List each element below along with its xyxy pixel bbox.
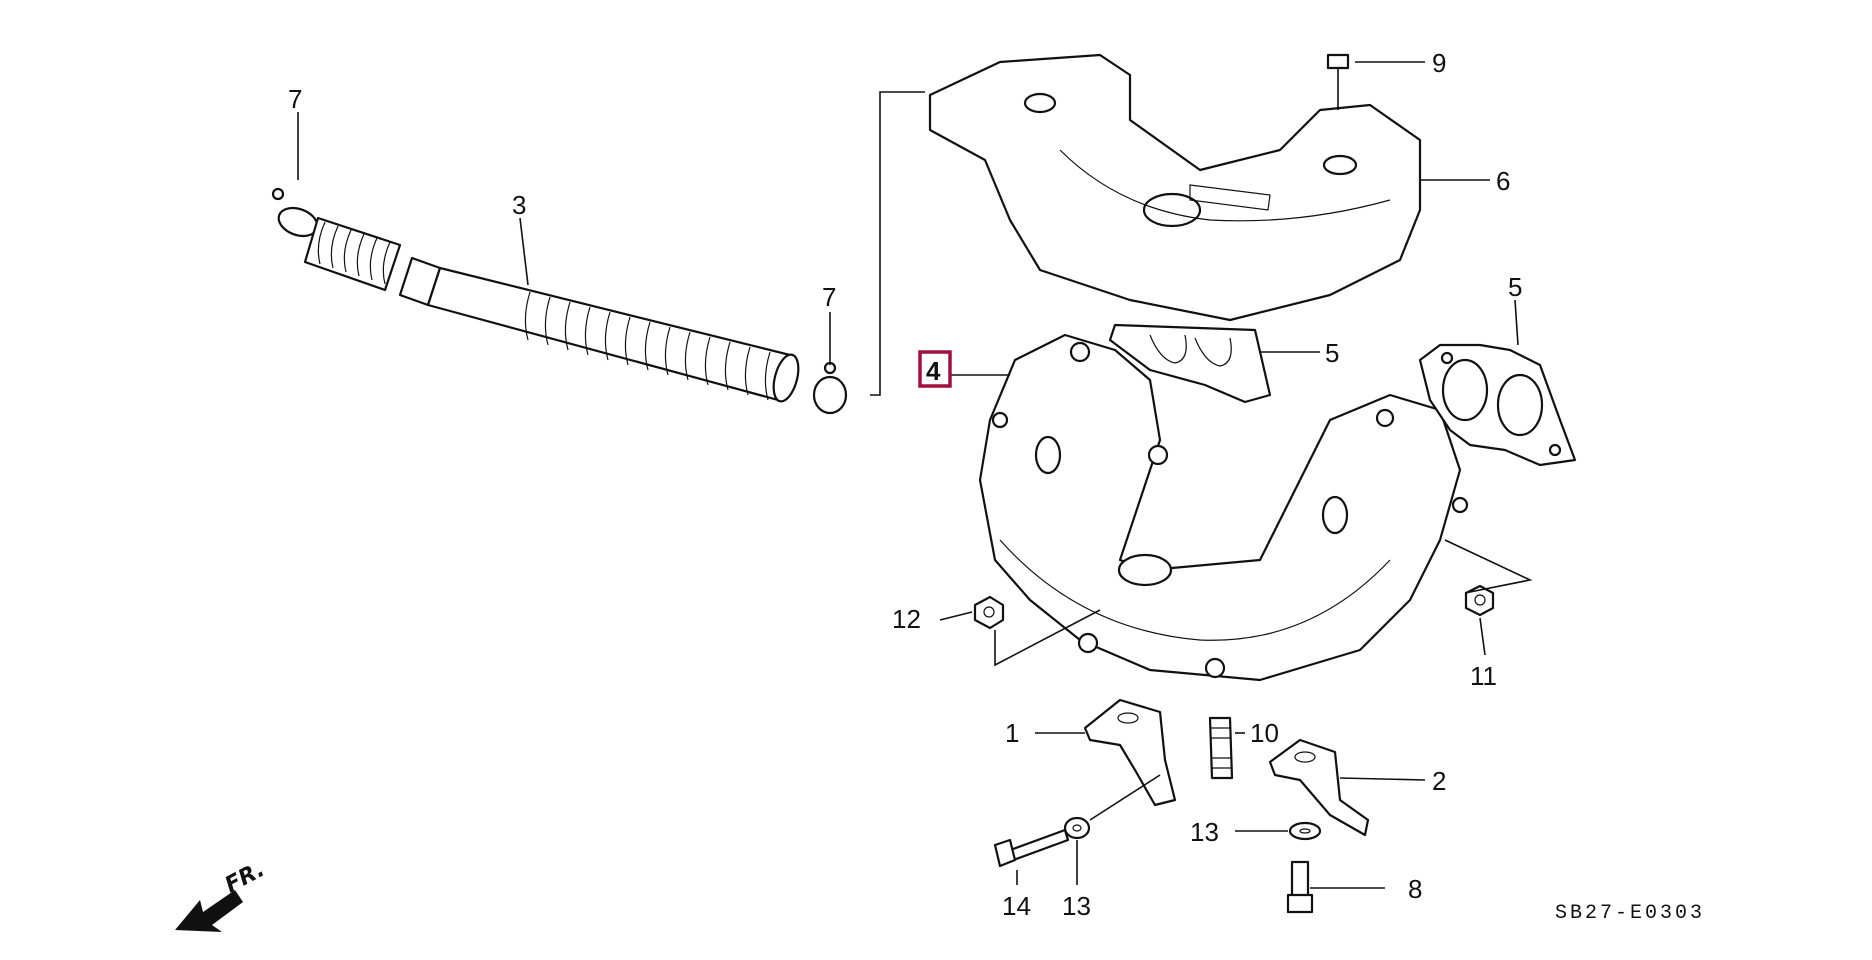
- callout-5-right[interactable]: 5: [1508, 272, 1522, 302]
- bolt-8[interactable]: [1286, 860, 1314, 914]
- washer-13-left[interactable]: [1063, 816, 1091, 840]
- washer-13-right[interactable]: [1288, 821, 1322, 841]
- heat-shield[interactable]: [928, 53, 1422, 322]
- callout-12[interactable]: 12: [892, 604, 921, 634]
- bolt-14[interactable]: [993, 828, 1070, 868]
- hose-assembly[interactable]: [271, 91, 925, 415]
- front-arrow-icon: [175, 890, 243, 932]
- callout-8[interactable]: 8: [1408, 874, 1422, 904]
- callout-1[interactable]: 1: [1005, 718, 1019, 748]
- callout-9[interactable]: 9: [1432, 48, 1446, 78]
- callout-7-right[interactable]: 7: [822, 282, 836, 312]
- front-direction-arrow: FR.: [175, 857, 269, 932]
- callout-3[interactable]: 3: [512, 190, 526, 220]
- callout-4-highlight: [918, 350, 952, 388]
- callout-4[interactable]: 4: [926, 356, 941, 386]
- bolt-9[interactable]: [1326, 53, 1350, 110]
- callout-10[interactable]: 10: [1250, 718, 1279, 748]
- callout-13-right[interactable]: 13: [1190, 817, 1219, 847]
- callout-7-left[interactable]: 7: [288, 84, 302, 114]
- callout-5-upper[interactable]: 5: [1325, 338, 1339, 368]
- gasket-upper[interactable]: [1108, 323, 1272, 404]
- nut-11[interactable]: [1464, 584, 1495, 617]
- front-label: FR.: [221, 857, 269, 898]
- diagram-code: SB27-E0303: [1555, 902, 1705, 925]
- callout-labels: 7 3 7 4 5 5 9 6 12 11 1 10 2 13 8 14 13: [288, 48, 1522, 921]
- callout-2[interactable]: 2: [1432, 766, 1446, 796]
- callout-6[interactable]: 6: [1496, 166, 1510, 196]
- callout-14[interactable]: 14: [1002, 891, 1031, 921]
- bracket-1[interactable]: [1083, 698, 1177, 807]
- leader-lines: [297, 61, 1533, 889]
- callout-11[interactable]: 11: [1470, 661, 1497, 691]
- callout-13-left[interactable]: 13: [1062, 891, 1091, 921]
- nut-12[interactable]: [973, 595, 1005, 630]
- gasket-right[interactable]: [1418, 343, 1577, 467]
- stud-10[interactable]: [1208, 716, 1234, 780]
- bracket-2[interactable]: [1268, 738, 1370, 837]
- exhaust-manifold[interactable]: [978, 333, 1469, 682]
